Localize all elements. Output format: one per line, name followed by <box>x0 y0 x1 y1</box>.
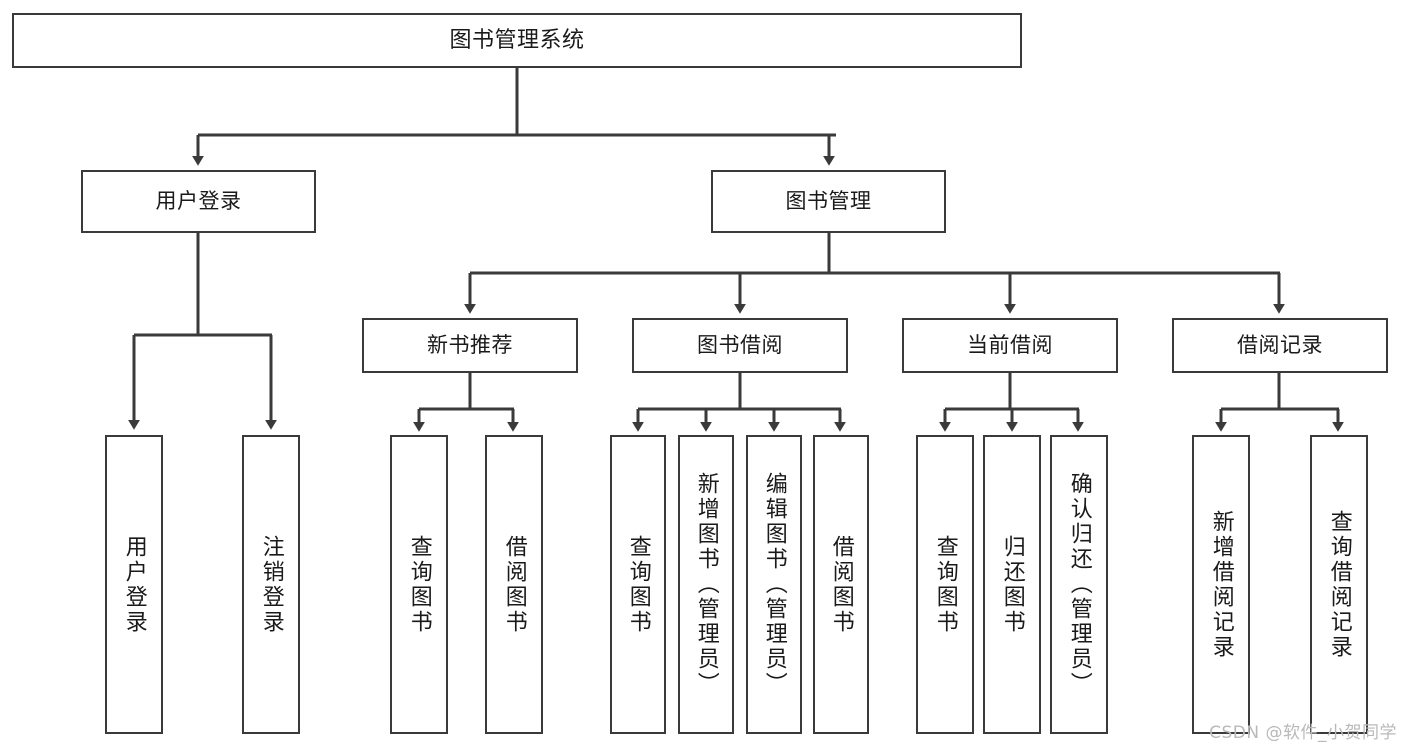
node-leaf-query-book-3-label: 查询图书 <box>932 534 958 635</box>
node-leaf-query-book-1[interactable]: 查询图书 <box>390 435 448 734</box>
node-new-book-rec-label: 新书推荐 <box>427 333 513 358</box>
node-current-borrow-label: 当前借阅 <box>967 333 1053 358</box>
node-borrow-record[interactable]: 借阅记录 <box>1172 318 1388 373</box>
node-borrow-record-label: 借阅记录 <box>1237 333 1323 358</box>
node-book-borrow[interactable]: 图书借阅 <box>632 318 848 373</box>
node-leaf-query-book-2[interactable]: 查询图书 <box>610 435 666 734</box>
node-leaf-user-logout[interactable]: 注销登录 <box>242 435 300 734</box>
watermark: CSDN @软件_小贺同学 <box>1209 723 1397 743</box>
node-leaf-add-record-label: 新增借阅记录 <box>1208 509 1234 660</box>
node-leaf-borrow-book-1[interactable]: 借阅图书 <box>485 435 543 734</box>
node-leaf-edit-book-label: 编辑图书（管理员） <box>761 472 787 697</box>
node-leaf-return-book[interactable]: 归还图书 <box>983 435 1041 734</box>
node-leaf-query-record[interactable]: 查询借阅记录 <box>1310 435 1368 734</box>
node-leaf-borrow-book-1-label: 借阅图书 <box>501 534 527 635</box>
node-leaf-query-book-2-label: 查询图书 <box>625 534 651 635</box>
node-current-borrow[interactable]: 当前借阅 <box>902 318 1118 373</box>
node-leaf-add-book[interactable]: 新增图书（管理员） <box>678 435 734 734</box>
node-leaf-query-book-3[interactable]: 查询图书 <box>916 435 974 734</box>
node-book-manage[interactable]: 图书管理 <box>711 170 946 233</box>
node-leaf-borrow-book-2-label: 借阅图书 <box>828 534 854 635</box>
node-leaf-borrow-book-2[interactable]: 借阅图书 <box>813 435 869 734</box>
node-leaf-return-book-label: 归还图书 <box>999 534 1025 635</box>
node-book-borrow-label: 图书借阅 <box>697 333 783 358</box>
node-root[interactable]: 图书管理系统 <box>12 13 1022 68</box>
node-leaf-user-login-label: 用户登录 <box>121 534 147 635</box>
node-leaf-add-record[interactable]: 新增借阅记录 <box>1192 435 1250 734</box>
node-leaf-confirm-return[interactable]: 确认归还（管理员） <box>1050 435 1108 734</box>
node-user-login-label: 用户登录 <box>155 189 242 214</box>
node-leaf-user-login[interactable]: 用户登录 <box>105 435 163 734</box>
node-leaf-confirm-return-label: 确认归还（管理员） <box>1066 472 1092 697</box>
node-leaf-edit-book[interactable]: 编辑图书（管理员） <box>746 435 802 734</box>
node-root-label: 图书管理系统 <box>449 27 585 53</box>
node-book-manage-label: 图书管理 <box>785 189 872 214</box>
node-leaf-query-record-label: 查询借阅记录 <box>1326 509 1352 660</box>
node-leaf-user-logout-label: 注销登录 <box>258 534 284 635</box>
node-leaf-query-book-1-label: 查询图书 <box>406 534 432 635</box>
node-new-book-rec[interactable]: 新书推荐 <box>362 318 578 373</box>
node-leaf-add-book-label: 新增图书（管理员） <box>693 472 719 697</box>
node-user-login[interactable]: 用户登录 <box>81 170 316 233</box>
